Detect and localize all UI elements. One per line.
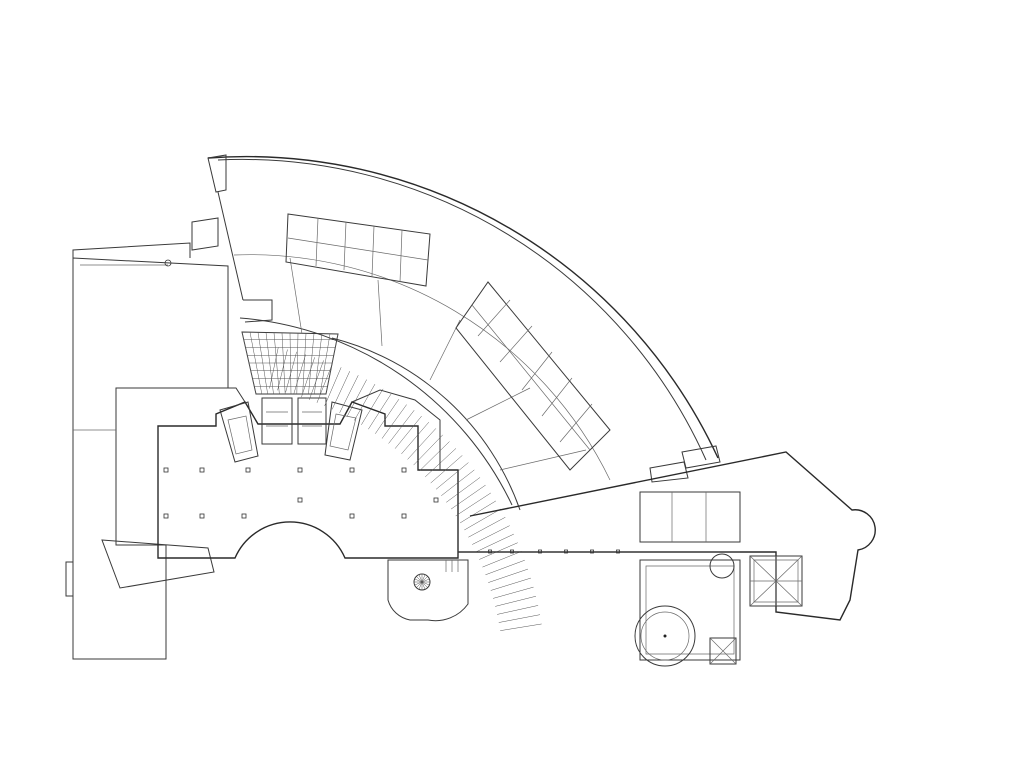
structural-column: [163, 467, 169, 473]
left-lower-block: [101, 539, 215, 589]
window-grids: [285, 213, 611, 471]
service-cores: [219, 397, 363, 463]
structural-column: [349, 513, 355, 519]
structural-column: [163, 513, 169, 519]
column-grid: [163, 467, 439, 519]
structural-column: [297, 467, 303, 473]
structural-column: [401, 467, 407, 473]
structural-column: [401, 513, 407, 519]
structural-column: [433, 497, 439, 503]
structural-column: [297, 497, 303, 503]
main-hall: [116, 387, 459, 559]
structural-column: [199, 513, 205, 519]
structural-column: [199, 467, 205, 473]
structural-column: [241, 513, 247, 519]
left-wing: [65, 242, 229, 660]
stair-tower: [749, 555, 803, 607]
arc-structure: [191, 154, 721, 631]
lower-annex: [387, 559, 469, 622]
fan-lobby: [241, 331, 339, 395]
rotunda-annex: [634, 553, 741, 667]
structural-column: [349, 467, 355, 473]
right-wing: [458, 451, 876, 621]
structural-column: [245, 467, 251, 473]
